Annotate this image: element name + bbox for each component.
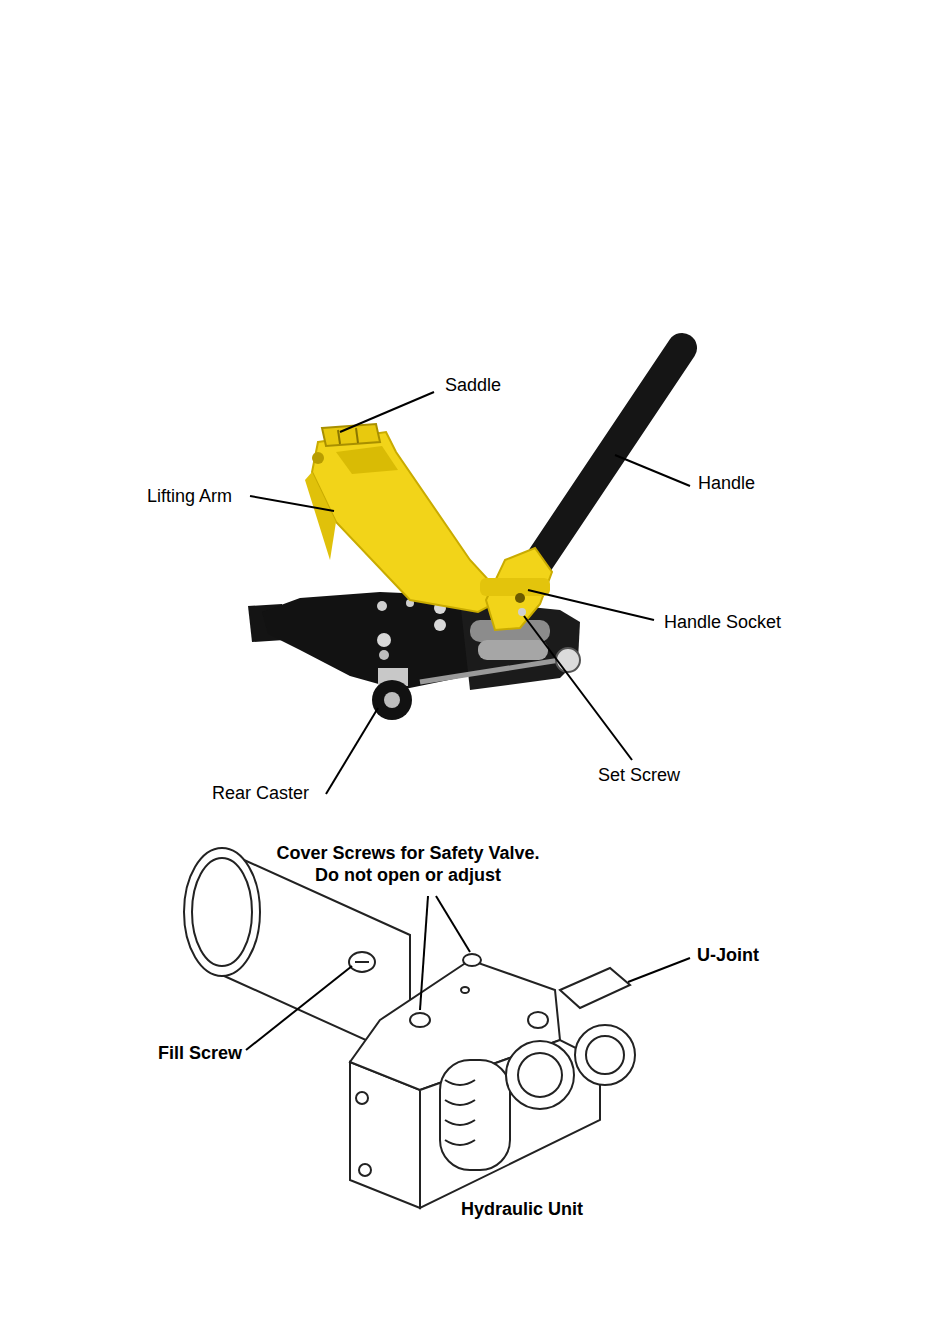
hydraulic-unit-drawing	[184, 848, 635, 1208]
part-label: U-Joint	[697, 944, 759, 966]
part-label: Rear Caster	[212, 782, 309, 804]
leader-lines	[246, 896, 690, 1050]
floor-jack	[248, 348, 682, 720]
part-label: Hydraulic Unit	[461, 1198, 583, 1220]
part-label: Saddle	[445, 374, 501, 396]
part-label: Handle	[698, 472, 755, 494]
part-label: Fill Screw	[158, 1042, 242, 1064]
leader-lines	[250, 392, 690, 794]
part-label: Lifting Arm	[147, 485, 232, 507]
part-label: Set Screw	[598, 764, 680, 786]
part-label: Cover Screws for Safety Valve. Do not op…	[268, 842, 548, 886]
part-label: Handle Socket	[664, 611, 781, 633]
